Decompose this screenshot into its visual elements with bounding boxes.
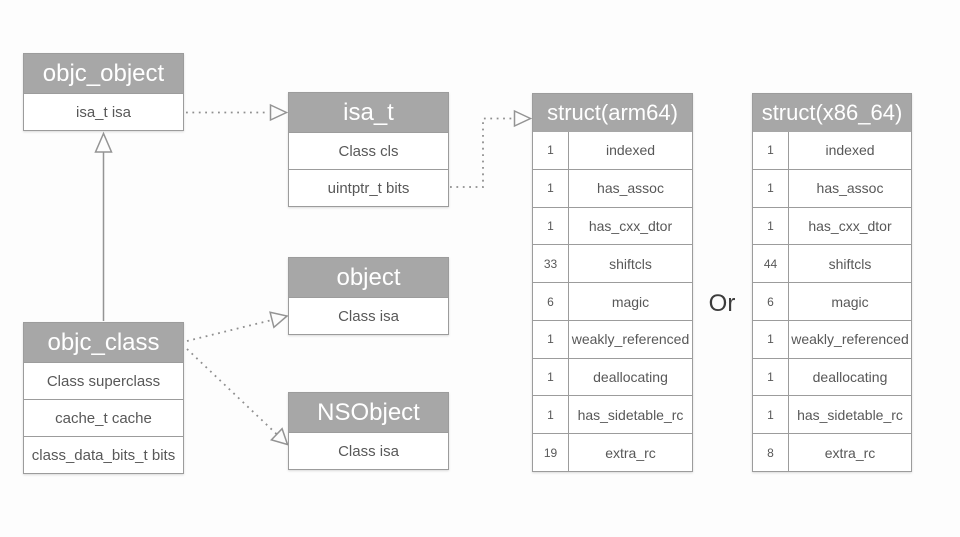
field-class-superclass: Class superclass	[24, 362, 183, 399]
bit-count: 1	[753, 358, 789, 396]
bit-count: 8	[753, 434, 789, 472]
table-row: 1 indexed	[533, 132, 692, 169]
arrow-objc-class-to-objc-object	[94, 131, 113, 321]
bit-count: 1	[533, 169, 569, 207]
field-class-data-bits-t-bits: class_data_bits_t bits	[24, 436, 183, 473]
box-object: object Class isa	[288, 257, 449, 335]
bit-count: 19	[533, 434, 569, 472]
box-objc-object: objc_object isa_t isa	[23, 53, 184, 131]
bit-count: 1	[753, 169, 789, 207]
bit-field-name: has_assoc	[597, 180, 664, 197]
box-objc-object-title: objc_object	[24, 54, 183, 93]
arrow-objc-object-to-isa-t	[186, 103, 289, 122]
box-objc-class: objc_class Class superclass cache_t cach…	[23, 322, 184, 474]
table-row: 19 extra_rc	[533, 433, 692, 472]
table-row: 1 deallocating	[533, 357, 692, 396]
bit-field-name: magic	[611, 293, 650, 310]
box-isa-t-title: isa_t	[289, 93, 448, 132]
arrow-objc-class-to-nsobject	[186, 348, 289, 446]
bit-count: 1	[533, 320, 569, 358]
bit-count: 1	[533, 358, 569, 396]
field-class-cls: Class cls	[289, 132, 448, 169]
bit-field-name: has_sidetable_rc	[797, 406, 903, 423]
table-row: 1 has_cxx_dtor	[533, 206, 692, 245]
bit-field-name: magic	[831, 293, 869, 310]
field-nsobject-class-isa: Class isa	[289, 432, 448, 469]
table-row: 1 has_assoc	[753, 168, 911, 207]
field-uintptr-t-bits: uintptr_t bits	[289, 169, 448, 206]
table-struct-arm64-title: struct(arm64)	[533, 94, 692, 132]
field-isa-t-isa: isa_t isa	[24, 93, 183, 130]
or-label: Or	[708, 290, 736, 317]
field-object-class-isa: Class isa	[289, 297, 448, 334]
table-row: 6 magic	[533, 282, 692, 320]
table-row: 6 magic	[753, 282, 911, 320]
table-struct-arm64: struct(arm64) 1 indexed 1 has_assoc 1 ha…	[532, 93, 693, 472]
bit-field-name: has_cxx_dtor	[808, 217, 892, 234]
bit-count: 1	[533, 207, 569, 245]
bit-count: 6	[533, 283, 569, 320]
table-row: 1 has_assoc	[533, 168, 692, 207]
table-row: 1 deallocating	[753, 357, 911, 396]
bit-field-name: has_sidetable_rc	[577, 406, 684, 423]
field-cache-t-cache: cache_t cache	[24, 399, 183, 436]
bit-field-name: deallocating	[593, 369, 668, 386]
bit-count: 1	[533, 132, 569, 169]
table-struct-x86-64-title: struct(x86_64)	[753, 94, 911, 132]
table-row: 1 weakly_referenced	[533, 319, 692, 358]
arrow-isa-t-bits-to-struct-arm64	[450, 109, 533, 188]
table-struct-x86-64: struct(x86_64) 1 indexed 1 has_assoc 1 h…	[752, 93, 912, 472]
bit-field-name: weakly_referenced	[571, 331, 690, 348]
bit-count: 1	[753, 320, 789, 358]
bit-count: 1	[753, 396, 789, 434]
table-row: 1 weakly_referenced	[753, 319, 911, 358]
bit-count: 44	[753, 245, 789, 283]
table-struct-arm64-body: 1 indexed 1 has_assoc 1 has_cxx_dtor 33 …	[533, 132, 692, 472]
bit-field-name: indexed	[825, 142, 875, 159]
table-row: 1 indexed	[753, 132, 911, 169]
box-nsobject-title: NSObject	[289, 393, 448, 432]
table-row: 1 has_sidetable_rc	[753, 395, 911, 434]
box-nsobject: NSObject Class isa	[288, 392, 449, 470]
bit-field-name: weakly_referenced	[791, 331, 909, 348]
box-object-title: object	[289, 258, 448, 297]
box-isa-t: isa_t Class cls uintptr_t bits	[288, 92, 449, 207]
table-row: 1 has_cxx_dtor	[753, 206, 911, 245]
bit-count: 6	[753, 283, 789, 320]
bit-field-name: has_cxx_dtor	[588, 217, 673, 234]
table-row: 8 extra_rc	[753, 433, 911, 472]
bit-count: 1	[533, 396, 569, 434]
bit-count: 33	[533, 245, 569, 283]
table-row: 33 shiftcls	[533, 244, 692, 283]
bit-field-name: shiftcls	[828, 255, 872, 272]
bit-count: 1	[753, 207, 789, 245]
box-objc-class-title: objc_class	[24, 323, 183, 362]
bit-field-name: extra_rc	[605, 444, 656, 461]
bit-field-name: shiftcls	[609, 255, 652, 272]
bit-field-name: has_assoc	[816, 180, 884, 197]
table-struct-x86-64-body: 1 indexed 1 has_assoc 1 has_cxx_dtor 44 …	[753, 132, 911, 472]
bit-field-name: extra_rc	[824, 444, 876, 461]
bit-field-name: indexed	[605, 142, 656, 159]
bit-count: 1	[753, 132, 789, 169]
table-row: 44 shiftcls	[753, 244, 911, 283]
arrow-objc-class-to-object	[186, 311, 289, 342]
table-row: 1 has_sidetable_rc	[533, 395, 692, 434]
bit-field-name: deallocating	[812, 369, 888, 386]
